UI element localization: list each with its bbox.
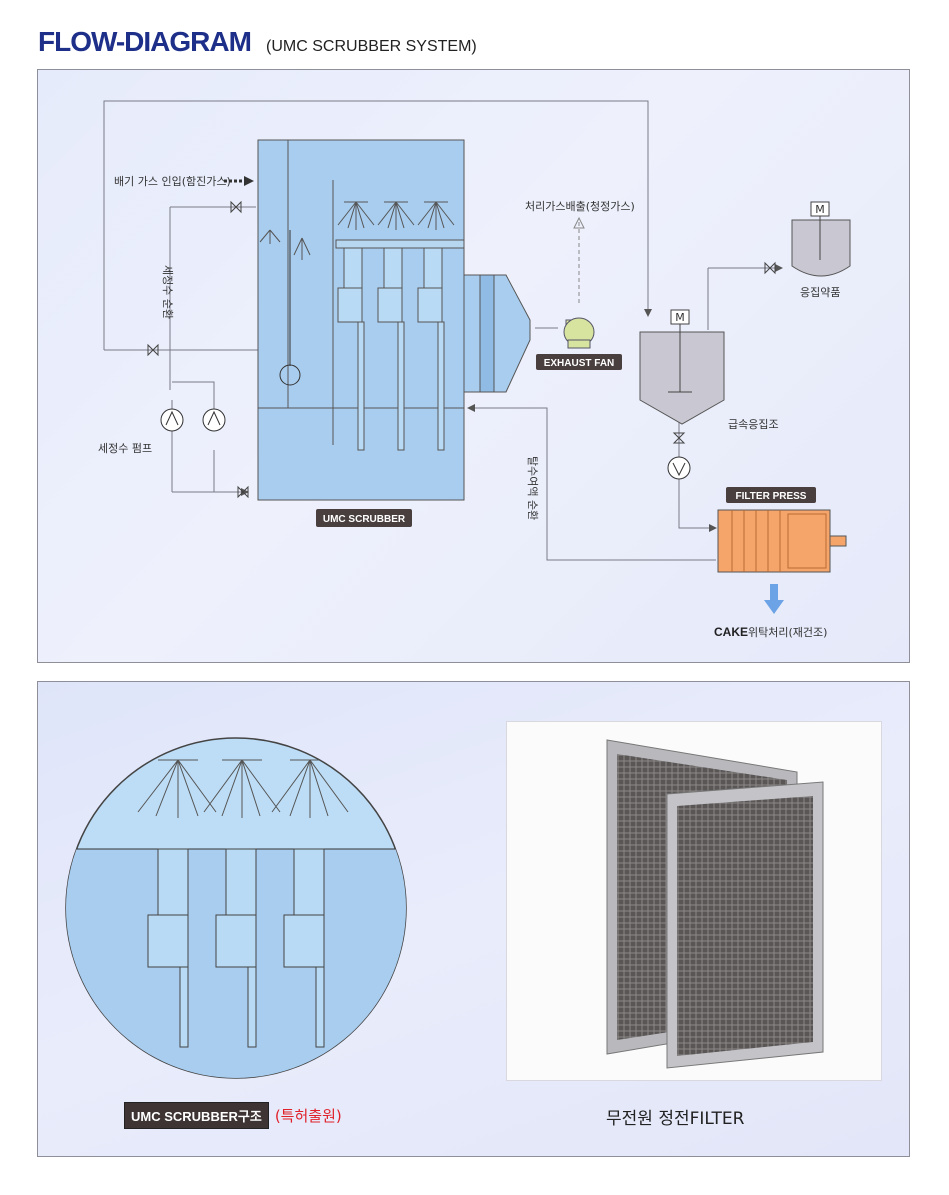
exhaust-fan-badge-text: EXHAUST FAN <box>544 358 615 369</box>
rapid-tank-label: 급속응집조 <box>728 418 779 431</box>
valves <box>147 200 776 499</box>
structure-badge-text: UMC SCRUBBER <box>131 1109 238 1124</box>
scrubber-outlet <box>463 274 531 393</box>
patent-pending-label: (특허출원) <box>274 1107 342 1125</box>
gas-inlet-arrow <box>224 176 254 186</box>
cake-down-arrow <box>764 584 784 614</box>
coagulant-label: 응집약품 <box>800 285 840 299</box>
transfer-pump <box>667 456 691 480</box>
exhaust-up-arrow <box>573 216 585 229</box>
wash-pump-label: 세정수 펌프 <box>98 442 152 455</box>
scrubber-tubes <box>337 247 445 451</box>
filter-press-badge-text: FILTER PRESS <box>736 491 807 502</box>
scrubber-badge: UMC SCRUBBER <box>316 509 412 527</box>
front-filter-panel <box>666 781 824 1069</box>
coagulant-motor-label: M <box>815 203 825 216</box>
flow-diagram-svg: 배기 가스 인입(함진가스) 세정수 순환 세정수 펌프 UMC SCRUBBE… <box>98 100 851 639</box>
structure-suffix: 구조 <box>237 1109 262 1124</box>
exhaust-fan-badge: EXHAUST FAN <box>536 354 622 370</box>
scrubber-structure-svg <box>65 737 407 1079</box>
exhaust-fan <box>563 317 595 349</box>
diagram-subtitle: (UMC SCRUBBER SYSTEM) <box>266 38 477 55</box>
spray-nozzles <box>259 201 455 260</box>
cake-treatment-label: 위탁처리(재건조) <box>748 626 827 639</box>
filter-press-badge: FILTER PRESS <box>726 487 816 503</box>
coagulant-tank: M <box>791 201 851 277</box>
filter-press <box>717 509 847 573</box>
filter-photo-box <box>506 721 882 1081</box>
scrubber-badge-text: UMC SCRUBBER <box>323 514 406 525</box>
filter-caption: 무전원 정전FILTER <box>606 1104 744 1129</box>
structure-caption-badge: UMC SCRUBBER구조 <box>124 1102 269 1129</box>
structure-caption: UMC SCRUBBER구조 (특허출원) <box>124 1102 342 1129</box>
filter-illustration <box>606 739 824 1069</box>
diagram-title: FLOW-DIAGRAM <box>38 26 252 57</box>
wash-circulation-label: 세정수 순환 <box>161 265 174 319</box>
rapid-coagulation-tank: M <box>639 309 725 425</box>
wash-pumps <box>160 408 226 432</box>
filter-caption-text: 무전원 정전FILTER <box>606 1109 745 1129</box>
treated-gas-label: 처리가스배출(청정가스) <box>525 200 635 213</box>
filtrate-circulation-label: 탈수여액 순환 <box>526 456 539 520</box>
page-title: FLOW-DIAGRAM (UMC SCRUBBER SYSTEM) <box>38 26 477 58</box>
gas-inlet-label: 배기 가스 인입(함진가스) <box>114 175 231 188</box>
cake-label: CAKE <box>714 625 748 639</box>
flow-diagram-panel: 배기 가스 인입(함진가스) 세정수 순환 세정수 펌프 UMC SCRUBBE… <box>37 69 910 663</box>
rapid-tank-motor-label: M <box>675 311 685 324</box>
